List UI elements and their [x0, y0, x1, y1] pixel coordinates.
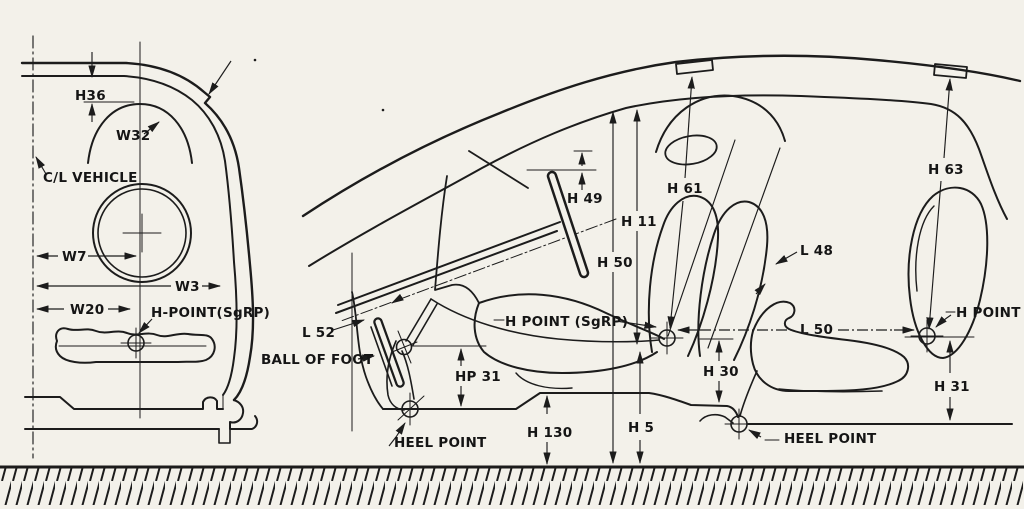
label-h61: H 61	[667, 181, 703, 197]
thigh-line	[430, 298, 660, 343]
label-h-point-sgrp: H POINT (SgRP)	[505, 314, 628, 330]
label-ball-of-foot: BALL OF FOOT	[261, 352, 374, 368]
seat-cushion-bottom	[473, 302, 658, 374]
wheel-center-cross	[122, 213, 162, 253]
rear-seat-cushion	[749, 300, 910, 392]
h-point-symbol-front-seat	[650, 321, 684, 355]
label-hp31: HP 31	[455, 369, 501, 385]
label-cl-vehicle: C/L VEHICLE	[43, 170, 138, 186]
drip-rail-pointer	[208, 60, 232, 95]
front-view: H36 W32 C/L VEHICLE W7 W3 W20 H-POINT(Sg…	[20, 35, 385, 459]
floor-section-line	[24, 396, 224, 410]
torso-line-2	[707, 147, 781, 349]
label-h49: H 49	[567, 191, 603, 207]
roof-tab-front	[675, 59, 714, 75]
h-point-symbol-rear-seat	[910, 319, 944, 353]
shin-lines	[405, 298, 438, 346]
dash-panel-line	[434, 175, 480, 304]
label-w32: W32	[116, 128, 150, 144]
wheel-inner-circle	[97, 188, 187, 278]
accelerator-pedal	[370, 317, 405, 388]
front-seatback-position1	[647, 194, 720, 357]
toeboard-line	[351, 291, 384, 410]
label-w3: W3	[175, 279, 200, 295]
rear-foot-line	[699, 413, 734, 424]
steering-column-upper	[337, 221, 561, 306]
floor-line	[382, 392, 739, 418]
label-h50: H 50	[597, 255, 633, 271]
label-h-point-right: H POINT	[956, 305, 1021, 321]
heel-point-symbol-rear	[724, 408, 754, 440]
wheel-outer-circle	[92, 183, 192, 283]
label-h-point-front: H-POINT(SgRP)	[151, 305, 270, 321]
label-h5: H 5	[628, 420, 654, 436]
label-h30: H 30	[703, 364, 739, 380]
head-position-ellipse	[664, 134, 718, 166]
roofline-outer	[301, 54, 1022, 218]
label-heel-point-left: HEEL POINT	[394, 435, 487, 451]
ground-hatch	[0, 465, 1024, 505]
steering-column-lower	[335, 230, 558, 314]
roof-tab-rear	[933, 63, 968, 79]
label-w20: W20	[70, 302, 104, 318]
label-heel-point-right: HEEL POINT	[784, 431, 877, 447]
sun-visor-line	[468, 150, 529, 189]
torso-line-1	[667, 139, 736, 337]
headroom-contour	[655, 94, 786, 153]
label-h130: H 130	[527, 425, 572, 441]
rocker-section	[229, 399, 259, 430]
side-view: H 49 H 50 H 11 H 5 H 130 H 61 H 63	[261, 54, 1022, 466]
label-h63: H 63	[928, 162, 964, 178]
foot-front-line	[401, 350, 415, 400]
label-l52: L 52	[302, 325, 335, 341]
label-l48: L 48	[800, 243, 833, 259]
steering-wheel-side	[546, 170, 590, 279]
label-h31: H 31	[934, 379, 970, 395]
label-h11: H 11	[621, 214, 657, 230]
front-seat-cushion-section	[54, 327, 216, 364]
body-outer-line	[20, 61, 255, 402]
label-w7: W7	[62, 249, 87, 265]
label-h36: H36	[75, 88, 106, 104]
steering-wheel-arc	[87, 103, 193, 164]
rear-seatback	[907, 186, 989, 359]
body-inner-line	[21, 75, 238, 396]
rear-leg-line	[739, 370, 758, 417]
